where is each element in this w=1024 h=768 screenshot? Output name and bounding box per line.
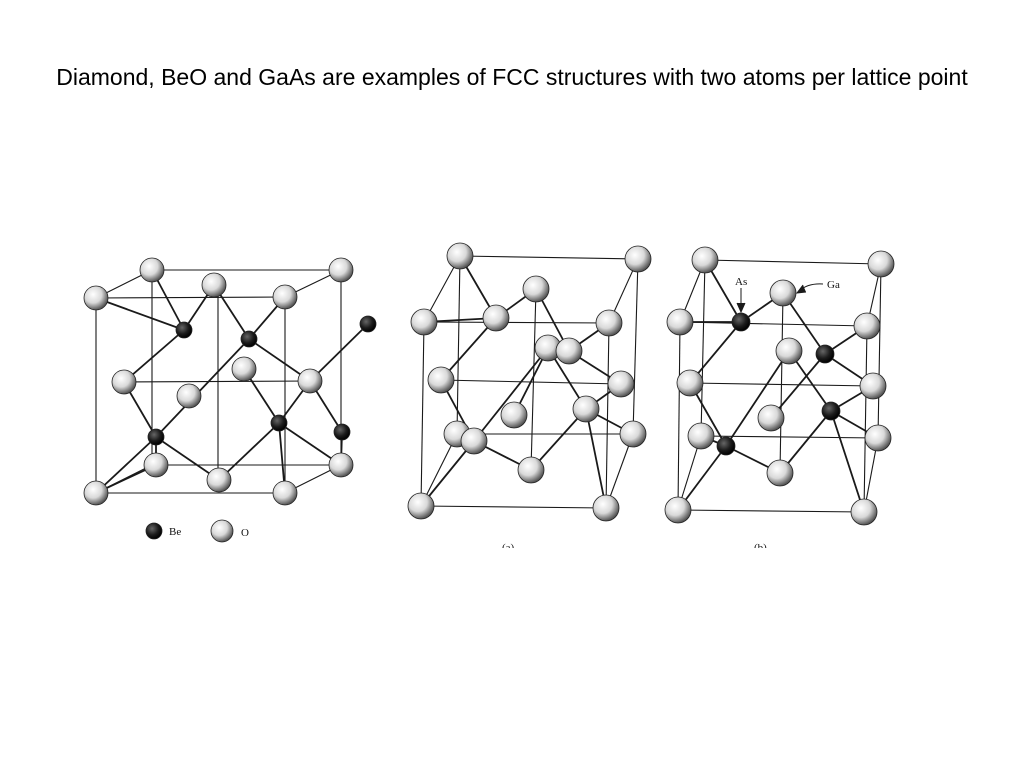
gallium-atom [775, 337, 803, 365]
arsenic-atom [821, 401, 841, 421]
oxygen-atom [176, 383, 202, 409]
gallium-label: Ga [827, 279, 840, 291]
carbon-atom [607, 370, 635, 398]
gallium-atom [769, 279, 797, 307]
beryllium-atom [147, 428, 165, 446]
beryllium-atom [359, 315, 377, 333]
gallium-atom [864, 424, 892, 452]
oxygen-atom [83, 480, 109, 506]
gallium-atom [850, 498, 878, 526]
carbon-atom [446, 242, 474, 270]
gallium-atom [757, 404, 785, 432]
beo-atoms [83, 257, 377, 506]
carbon-atom [624, 245, 652, 273]
gallium-atom [666, 308, 694, 336]
carbon-atom [555, 337, 583, 365]
carbon-atom [427, 366, 455, 394]
arsenic-atom [716, 436, 736, 456]
gallium-atom [853, 312, 881, 340]
carbon-atom [500, 401, 528, 429]
carbon-atom [410, 308, 438, 336]
oxygen-atom [297, 368, 323, 394]
gaas-label-arrows [736, 283, 824, 314]
gallium-atom [676, 369, 704, 397]
carbon-atom [619, 420, 647, 448]
oxygen-atom [83, 285, 109, 311]
gallium-atom [859, 372, 887, 400]
carbon-atom [592, 494, 620, 522]
carbon-atom [460, 427, 488, 455]
oxygen-atom [206, 467, 232, 493]
carbon-atom [572, 395, 600, 423]
gallium-atom [766, 459, 794, 487]
oxygen-legend-atom [210, 519, 234, 543]
beryllium-atom [270, 414, 288, 432]
beryllium-atom [175, 321, 193, 339]
beryllium-atom [333, 423, 351, 441]
slide-title: Diamond, BeO and GaAs are examples of FC… [56, 64, 968, 90]
carbon-atom [407, 492, 435, 520]
gallium-atom [867, 250, 895, 278]
diamond-atoms [407, 242, 652, 522]
diamond-cube-edges [420, 255, 639, 509]
beryllium-legend-label: Be [169, 526, 181, 538]
gallium-atom [691, 246, 719, 274]
oxygen-atom [272, 284, 298, 310]
beryllium-atom [240, 330, 258, 348]
figure-bottom-crop [400, 548, 920, 568]
oxygen-legend-label: O [241, 527, 249, 539]
beo-unit-cell [95, 269, 369, 494]
beryllium-legend-atom [145, 522, 163, 540]
oxygen-atom [328, 452, 354, 478]
beo-legend: Be O [145, 519, 249, 543]
oxygen-atom [111, 369, 137, 395]
oxygen-atom [272, 480, 298, 506]
oxygen-atom [231, 356, 257, 382]
arsenic-label: As [735, 276, 747, 288]
carbon-atom [517, 456, 545, 484]
carbon-atom [595, 309, 623, 337]
gallium-atom [664, 496, 692, 524]
oxygen-atom [328, 257, 354, 283]
oxygen-atom [201, 272, 227, 298]
gaas-atoms [664, 246, 895, 526]
oxygen-atom [143, 452, 169, 478]
carbon-atom [522, 275, 550, 303]
gallium-atom [687, 422, 715, 450]
carbon-atom [482, 304, 510, 332]
arsenic-atom [815, 344, 835, 364]
oxygen-atom [139, 257, 165, 283]
arsenic-atom [731, 312, 751, 332]
